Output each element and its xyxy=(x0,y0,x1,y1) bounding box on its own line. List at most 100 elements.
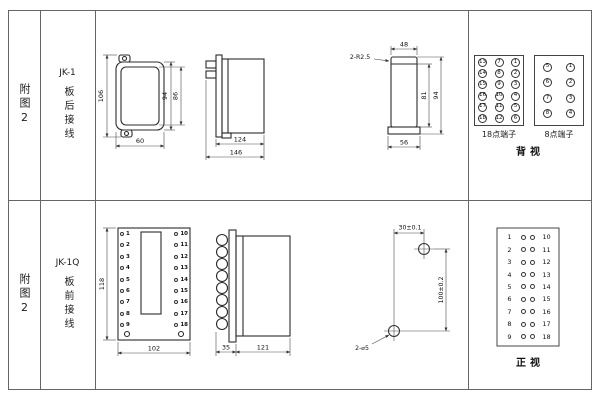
terminal-left: 2 xyxy=(120,242,130,248)
terminal-row: 16 10 4 xyxy=(475,91,523,101)
terminal-screw-icon xyxy=(530,259,535,265)
terminal-right: 17 xyxy=(174,311,188,317)
dim-label-body-depth: 124 xyxy=(234,136,246,144)
model-cell-bottom: JK-1Q 板前接线 xyxy=(40,200,95,390)
terminal-number: 4 xyxy=(126,265,130,272)
terminal-number: 8 xyxy=(126,310,130,317)
terminal-number: 15 xyxy=(180,287,188,294)
terminal-screws xyxy=(521,247,535,253)
terminal-number: 8 xyxy=(507,320,512,329)
terminal-screw-icon xyxy=(174,254,179,259)
terminal-screw-icon xyxy=(174,288,179,293)
terminal-right: 16 xyxy=(174,299,188,305)
terminal-number: 1 xyxy=(126,231,130,237)
dim-label-base-width: 56 xyxy=(400,139,408,147)
terminal-number: 3 xyxy=(126,253,130,260)
terminal-row: 5 1 xyxy=(535,62,583,72)
terminal-number: 5 xyxy=(507,282,512,291)
terminal-block-8: 5 1 6 2 7 3 8 4 xyxy=(534,55,584,126)
terminal-row: 4 13 xyxy=(120,265,188,271)
terminal-right: 11 xyxy=(174,242,188,248)
terminal-screw-icon xyxy=(521,334,526,340)
terminal-number: 7 xyxy=(507,307,512,316)
terminal-right: 18 xyxy=(174,322,188,328)
terminal-number: 7 xyxy=(543,93,552,103)
terminal-number: 10 xyxy=(494,91,504,101)
terminal-screw-icon xyxy=(530,234,535,240)
terminal-number: 1 xyxy=(511,58,520,68)
dim-label-flange-depth: 35 xyxy=(222,344,230,352)
relay-side-view-drawing xyxy=(205,54,265,139)
terminal-screws xyxy=(521,272,535,278)
dim-label-hole-v-spacing: 100±0.2 xyxy=(438,277,445,304)
fig-label-cell-bottom: 附图2 xyxy=(8,200,40,390)
terminal-screw-icon xyxy=(174,300,179,305)
terminal-row: 8 17 xyxy=(120,311,188,317)
terminal-number: 3 xyxy=(507,258,512,267)
terminal-number: 2 xyxy=(511,69,520,79)
terminal-screw-icon xyxy=(174,323,179,327)
terminal-number: 15 xyxy=(478,80,487,90)
dim-label-q-height: 118 xyxy=(98,278,106,290)
wiring-type-label: 板前接线 xyxy=(62,276,73,332)
relay-side-view-dim-lines xyxy=(205,80,265,160)
table-row: 7 16 xyxy=(498,308,558,316)
terminal-screw-icon xyxy=(120,288,124,293)
terminal-row: 3 12 xyxy=(120,254,188,260)
terminal-screw-icon xyxy=(530,272,535,278)
terminal-number: 11 xyxy=(180,242,188,249)
terminal-number: 1 xyxy=(566,62,575,72)
dim-label-hole-h-spacing: 30±0.1 xyxy=(399,225,422,232)
terminal-screw-icon xyxy=(120,243,124,248)
terminal-number: 12 xyxy=(180,253,188,260)
dim-label-q-body-depth: 121 xyxy=(257,344,269,352)
terminal-screw-icon xyxy=(530,334,535,340)
terminal-left: 8 xyxy=(120,311,130,317)
terminal-number: 7 xyxy=(126,299,130,306)
terminal-block-18-label: 18点端子 xyxy=(481,130,517,139)
terminal-right: 15 xyxy=(174,288,188,294)
fig-label: 附图2 xyxy=(18,83,31,127)
front-view-terminals: 1 10 2 11 3 12 4 13 5 14 xyxy=(120,231,188,328)
terminal-screw-icon xyxy=(521,234,526,240)
terminal-right: 13 xyxy=(174,265,188,271)
terminal-number: 5 xyxy=(511,102,520,112)
terminal-screw-icon xyxy=(174,243,179,248)
terminal-number: 14 xyxy=(180,276,188,283)
terminal-left: 4 xyxy=(120,265,130,271)
terminal-number: 4 xyxy=(566,109,575,119)
terminal-number: 10 xyxy=(542,233,551,242)
terminal-number: 18 xyxy=(180,322,188,328)
terminal-number-table: 1 10 2 11 3 12 4 13 5 xyxy=(498,229,558,345)
relay-front-view-dim-lines xyxy=(103,54,185,149)
terminal-number: 15 xyxy=(542,295,551,304)
terminal-number: 11 xyxy=(494,102,504,112)
model-label: JK-1Q xyxy=(55,258,80,268)
terminal-number: 4 xyxy=(511,91,520,101)
dim-label-total-height: 106 xyxy=(97,90,105,102)
terminal-screw-icon xyxy=(120,266,124,271)
dim-label-corner-radius: 2-R2.5 xyxy=(350,54,370,61)
terminal-screw-icon xyxy=(530,284,535,290)
terminal-number: 18 xyxy=(542,332,551,341)
terminal-number: 1 xyxy=(507,233,512,242)
relay-q-side-view-drawing xyxy=(215,229,291,343)
terminal-right: 12 xyxy=(174,254,188,260)
terminal-number: 9 xyxy=(507,332,512,341)
terminal-number: 16 xyxy=(478,91,487,101)
terminal-number: 16 xyxy=(542,307,551,316)
terminal-block-8-label: 8点端子 xyxy=(544,130,574,139)
terminal-number: 14 xyxy=(478,69,487,79)
dim-label-inner-height: 86 xyxy=(172,92,180,100)
terminal-number: 9 xyxy=(126,322,130,328)
terminal-number: 12 xyxy=(494,113,504,123)
terminal-screws xyxy=(521,334,535,340)
terminal-row: 14 8 2 xyxy=(475,69,523,79)
terminal-number: 10 xyxy=(180,231,188,237)
relay-front-view-drawing xyxy=(115,54,165,138)
dim-label-hole-spec: 2-⌀5 xyxy=(355,345,369,352)
dim-label-q-width: 102 xyxy=(148,345,160,353)
terminal-number: 3 xyxy=(566,93,575,103)
relay-q-side-view-dim-lines xyxy=(215,332,291,356)
terminal-number: 13 xyxy=(478,58,487,68)
